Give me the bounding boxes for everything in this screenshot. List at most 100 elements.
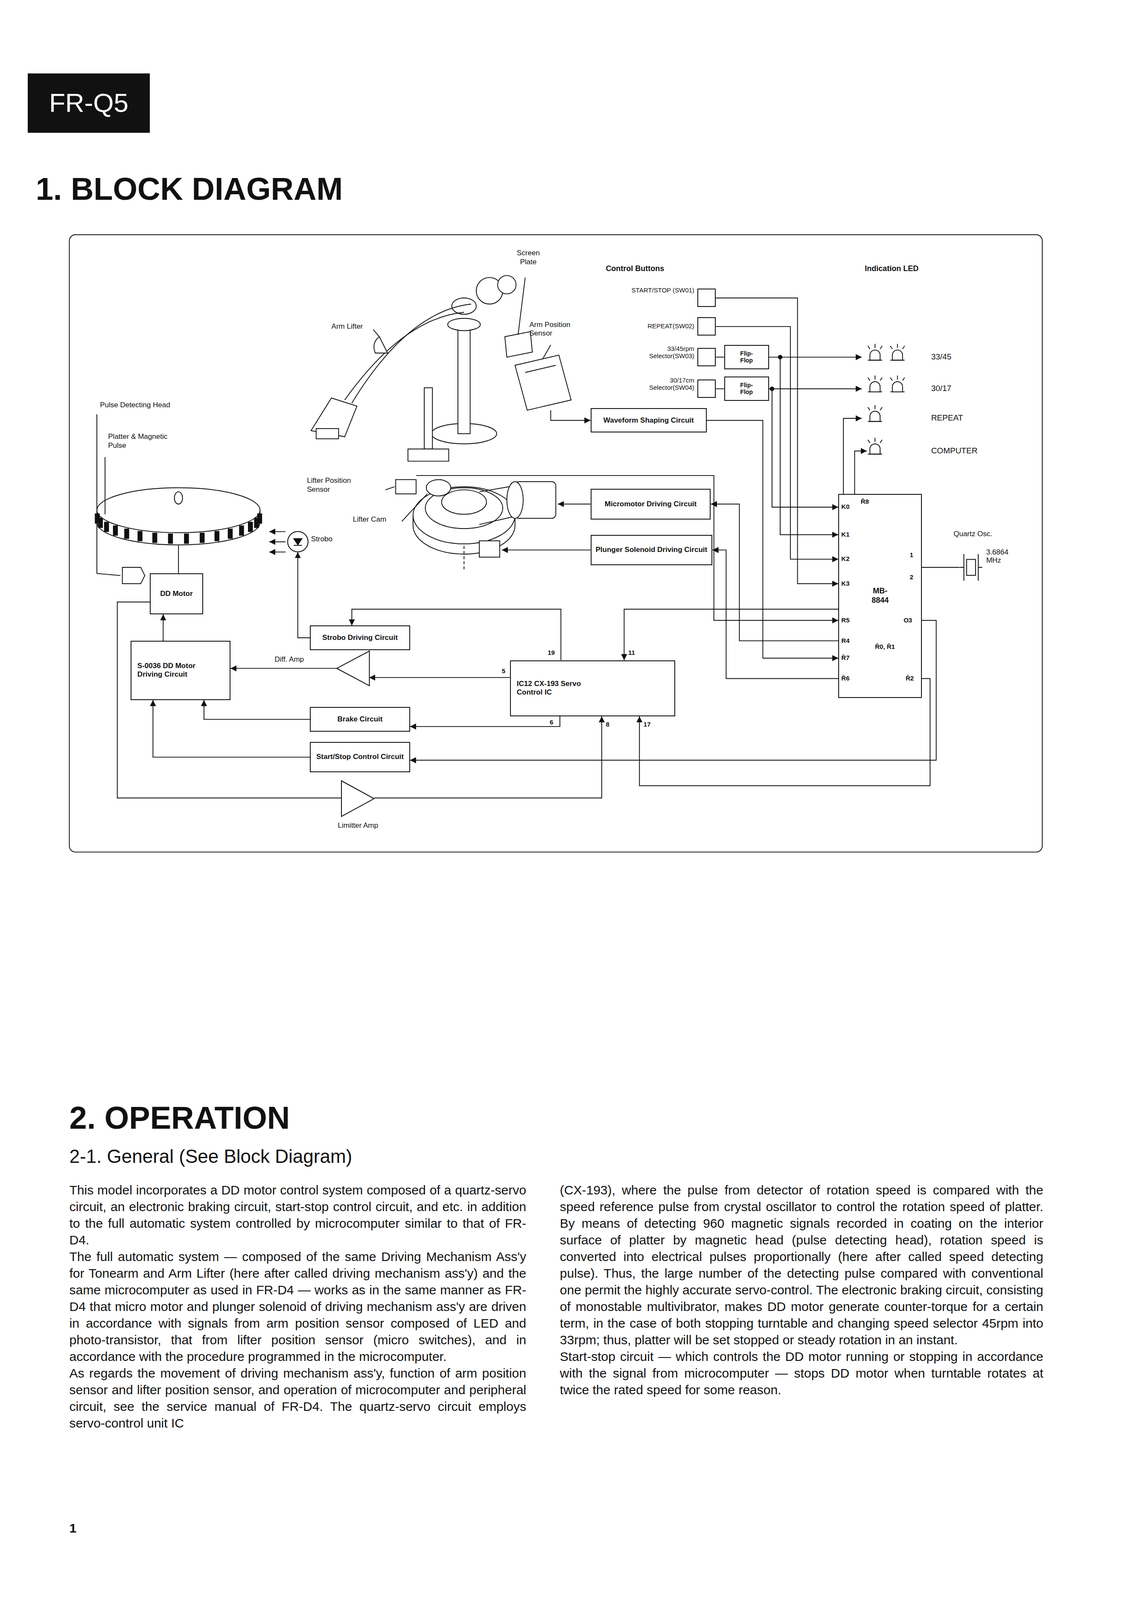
part-label: Control Buttons: [605, 264, 698, 274]
led-symbol: [867, 375, 882, 392]
leader-line: [518, 277, 526, 335]
body-paragraph: This model incorporates a DD motor contr…: [69, 1181, 527, 1248]
push-button: START/STOP (SW01): [697, 288, 716, 307]
text-column: This model incorporates a DD motor contr…: [69, 1181, 527, 1432]
wire: [772, 388, 862, 390]
diagram-frame: [69, 234, 1043, 852]
magnetic-pulse-mark: [253, 517, 259, 528]
magnetic-pulse-mark: [152, 532, 158, 543]
amplifier-triangle: Diff. Amp: [336, 650, 370, 686]
part-label: COMPUTER: [931, 445, 1024, 456]
circuit-box: Micromotor Driving Circuit: [590, 488, 712, 520]
leader-line: [373, 329, 380, 337]
body-paragraph: As regards the movement of driving mecha…: [69, 1364, 527, 1432]
push-button: 30/17cm Selector(SW04): [697, 379, 716, 398]
strobe-light-arrow: [269, 541, 286, 543]
lamp-circle: [287, 531, 309, 552]
pin-name: R̄2: [905, 674, 914, 683]
node-text: IC12 CX-193 Servo Control IC: [516, 679, 594, 697]
signal-line: [410, 716, 560, 727]
magnetic-pulse-mark: [199, 532, 205, 543]
magnetic-pulse-mark: [247, 521, 253, 532]
lifter-rod: [424, 387, 433, 449]
node-text: MB- 8844: [869, 586, 891, 605]
part-label: 30/17: [931, 383, 993, 394]
page-title: 1. BLOCK DIAGRAM: [35, 173, 343, 205]
led-symbol: [867, 343, 882, 361]
led-symbol: [867, 405, 882, 422]
led-symbol: [890, 375, 905, 392]
wire: [854, 451, 867, 494]
amplifier-shape: [341, 780, 374, 817]
pin-name: 11: [628, 648, 636, 657]
part-label: 33/45: [931, 352, 993, 362]
node-text: Strobo Driving Circuit: [322, 633, 398, 642]
led-symbol: [867, 437, 882, 454]
signal-line: [623, 609, 839, 661]
node-text: Flip- Flop: [735, 350, 758, 364]
pin-name: K0: [841, 502, 850, 511]
pin-name: R̄7: [841, 653, 850, 662]
part-label: Screen Plate: [510, 248, 547, 267]
leader-line: [385, 486, 395, 490]
signal-line: [204, 699, 310, 720]
screen-plate: [504, 331, 533, 358]
microcomputer-chip: MB- 8844: [838, 493, 922, 698]
node-text: Quartz Osc.: [953, 529, 1017, 539]
wire: [550, 410, 591, 421]
flip-flop-box: Flip- Flop: [724, 376, 770, 401]
node-text: Limitter Amp: [319, 821, 397, 830]
tonearm: [351, 303, 472, 403]
push-button: 33/45rpm Selector(SW03): [697, 347, 716, 367]
node-text: 3.6864 MHz: [986, 548, 1024, 565]
circuit-box: Start/Stop Control Circuit: [309, 741, 410, 773]
model-badge: FR-Q5: [27, 73, 151, 133]
signal-line: [921, 566, 960, 568]
signal-line: [715, 297, 839, 584]
magnetic-pulse-mark: [227, 528, 233, 539]
node-text: Micromotor Driving Circuit: [604, 499, 697, 509]
node-text: S-0036 DD Motor Driving Circuit: [137, 661, 210, 680]
motor-shaft: [177, 544, 179, 574]
pin-name: 6: [549, 718, 554, 726]
node-text: Waveform Shaping Circuit: [603, 416, 694, 425]
node-text: DD Motor: [160, 589, 193, 598]
center-line: [463, 545, 465, 572]
magnetic-pulse-mark: [124, 528, 129, 539]
circuit-box: Plunger Solenoid Driving Circuit: [590, 534, 713, 566]
part-label: Lifter Cam: [352, 515, 404, 524]
part-label: REPEAT: [931, 413, 1013, 423]
pin-name: 5: [501, 667, 506, 675]
strobe-light-arrow: [269, 551, 286, 553]
push-button: REPEAT(SW02): [697, 317, 716, 336]
node-text: Diff. Amp: [242, 655, 304, 664]
pin-name: R4: [841, 636, 850, 645]
node-text: START/STOP (SW01): [631, 286, 695, 294]
arm-pillar: [457, 324, 471, 434]
amplifier-triangle: Limitter Amp: [341, 780, 374, 817]
section-heading: 2-1. General (See Block Diagram): [69, 1146, 353, 1166]
node-text: Flip- Flop: [735, 381, 758, 396]
gear: [413, 486, 516, 544]
gear: [441, 489, 487, 514]
magnetic-pulse-mark: [239, 525, 244, 536]
part-label: Indication LED: [864, 264, 957, 274]
pin-name: R̄8: [860, 497, 869, 506]
wire: [557, 503, 591, 505]
circuit-box: Waveform Shaping Circuit: [590, 408, 707, 433]
text-column: (CX-193), where the pulse from detector …: [559, 1181, 1044, 1398]
lamp-outline: [287, 531, 309, 552]
micromotor-face: [507, 481, 524, 519]
part-label: Arm Lifter: [331, 322, 383, 331]
magnetic-pulse-mark: [183, 533, 189, 544]
plunger-solenoid: [479, 540, 500, 557]
signal-line: [297, 551, 311, 638]
circuit-box: IC12 CX-193 Servo Control IC: [510, 660, 676, 717]
lifter-cam: [426, 479, 451, 496]
crystal-plates: [959, 553, 983, 581]
strobe-light-arrow: [269, 530, 286, 532]
node-text: Start/Stop Control Circuit: [316, 752, 404, 761]
signal-line: [230, 667, 337, 669]
arm-position-sensor: [515, 355, 572, 411]
pin-name: K1: [841, 530, 850, 539]
